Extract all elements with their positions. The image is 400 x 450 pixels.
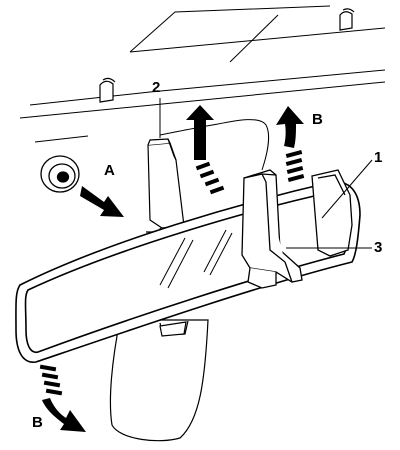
arrow-up-center <box>186 105 225 195</box>
arrow-b-top <box>276 106 305 183</box>
windshield-outline <box>19 5 386 143</box>
mirror-bottom-tab <box>159 321 187 337</box>
arrow-b-bottom-label: B <box>32 414 43 431</box>
arrow-b-top-label: B <box>312 111 323 128</box>
cable-cover <box>109 319 209 442</box>
callout-2-label: 2 <box>152 79 161 96</box>
cable-loop <box>217 119 269 171</box>
callout-3-label: 3 <box>374 239 383 256</box>
roof-clip-icon <box>339 8 355 31</box>
trim-cover-3 <box>241 169 303 289</box>
arrow-b-bottom <box>39 364 86 432</box>
arrow-a <box>80 186 124 217</box>
rain-sensor-cap <box>40 155 80 193</box>
mirror-bracket-1 <box>311 169 353 257</box>
mirror-glass-reflection <box>159 229 233 289</box>
leader-lines <box>159 98 373 249</box>
callout-1-label: 1 <box>374 149 383 166</box>
mirror-mount-base <box>146 138 185 233</box>
arrow-a-label: A <box>104 162 115 179</box>
roof-clip-icon <box>99 77 116 103</box>
